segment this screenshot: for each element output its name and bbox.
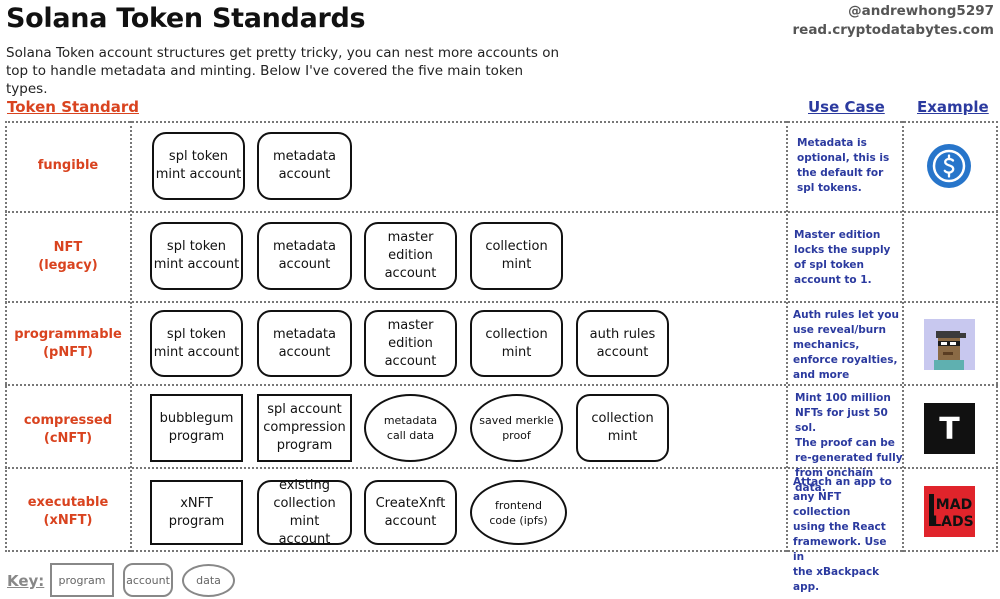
author-handle[interactable]: @andrewhong5297	[848, 3, 994, 19]
row-label-line: (legacy)	[38, 258, 98, 273]
svg-text:LADS: LADS	[932, 514, 973, 530]
page-subtitle: Solana Token account structures get pret…	[6, 45, 560, 97]
table-divider	[786, 121, 788, 552]
row-label-line: (xNFT)	[43, 513, 93, 528]
usdc-coin-icon	[927, 144, 971, 188]
row-label-programmable: programmable (pNFT)	[7, 326, 129, 362]
key-data-node: data	[182, 564, 235, 597]
table-divider	[5, 467, 998, 469]
standards-table	[5, 121, 998, 552]
row-label-line: (pNFT)	[43, 345, 93, 360]
column-header-token-standard: Token Standard	[7, 98, 139, 116]
row-label-nft-legacy: NFT (legacy)	[7, 239, 129, 275]
author-credit: @andrewhong5297 read.cryptodatabytes.com	[793, 2, 995, 40]
page-title: Solana Token Standards	[6, 3, 366, 34]
table-divider	[5, 384, 998, 386]
tensor-t-icon: T	[924, 403, 975, 454]
row-label-compressed: compressed (cNFT)	[7, 412, 129, 448]
tensor-t-glyph: T	[939, 412, 960, 447]
key-program-box: program	[50, 563, 114, 597]
pixel-avatar-icon	[924, 319, 975, 370]
row-label-line: compressed	[23, 413, 113, 428]
table-divider	[5, 211, 998, 213]
row-label-line: programmable	[14, 327, 122, 342]
row-label-executable: executable (xNFT)	[7, 494, 129, 530]
row-label-line: fungible	[37, 158, 99, 173]
key-label: Key:	[7, 572, 45, 590]
table-divider	[902, 121, 904, 552]
row-label-line: (cNFT)	[43, 431, 93, 446]
key-account-box: account	[123, 563, 173, 597]
column-header-example: Example	[917, 98, 989, 116]
mad-lads-logo-icon: MAD LADS	[924, 486, 975, 537]
row-label-fungible: fungible	[7, 157, 129, 175]
table-divider	[130, 121, 132, 552]
svg-text:MAD: MAD	[936, 497, 972, 513]
column-header-use-case: Use Case	[808, 98, 885, 116]
row-label-line: NFT	[53, 240, 83, 255]
author-site[interactable]: read.cryptodatabytes.com	[792, 22, 995, 38]
table-divider	[5, 301, 998, 303]
row-label-line: executable	[27, 495, 109, 510]
